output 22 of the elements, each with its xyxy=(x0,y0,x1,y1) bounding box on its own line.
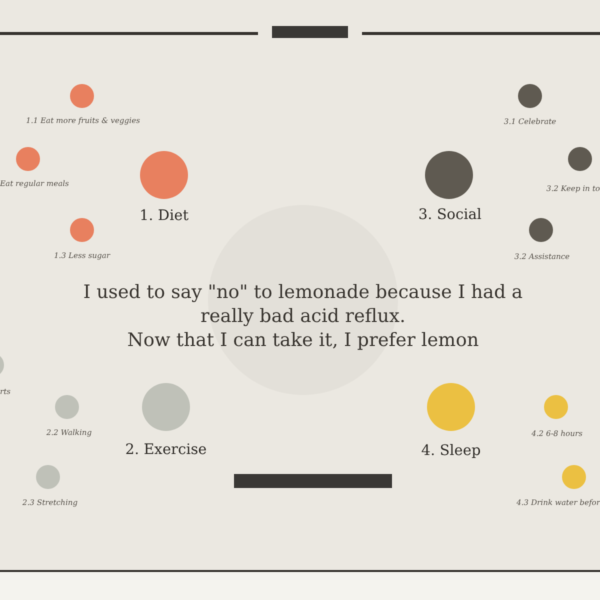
subtopic-circle xyxy=(562,465,586,489)
topic-label: 2. Exercise xyxy=(125,442,207,460)
topic-label: 1. Diet xyxy=(139,208,189,226)
subtopic-circle xyxy=(70,218,94,242)
subtopic-circle xyxy=(529,218,553,242)
subtopic-circle xyxy=(544,395,568,419)
topic-circle xyxy=(140,151,188,199)
topic-label: 4. Sleep xyxy=(421,443,481,460)
quote-text: Now that I can take it, I prefer lemon xyxy=(126,329,480,353)
topic-circle xyxy=(142,383,190,431)
topic-circle xyxy=(425,151,473,199)
subtopic-circle xyxy=(568,147,592,171)
topic-label: 3. Social xyxy=(418,207,482,224)
subtopic-circle xyxy=(70,84,94,108)
quote-text: I used to say "no" to lemonade because I had a really bad acid reflux. xyxy=(82,281,524,329)
subtopic-circle xyxy=(55,395,79,419)
subtopic-circle xyxy=(518,84,542,108)
divider-bar xyxy=(272,26,348,38)
subtopic-circle xyxy=(36,465,60,489)
topic-circle xyxy=(427,383,475,431)
divider-bar xyxy=(234,474,392,488)
subtopic-circle xyxy=(16,147,40,171)
